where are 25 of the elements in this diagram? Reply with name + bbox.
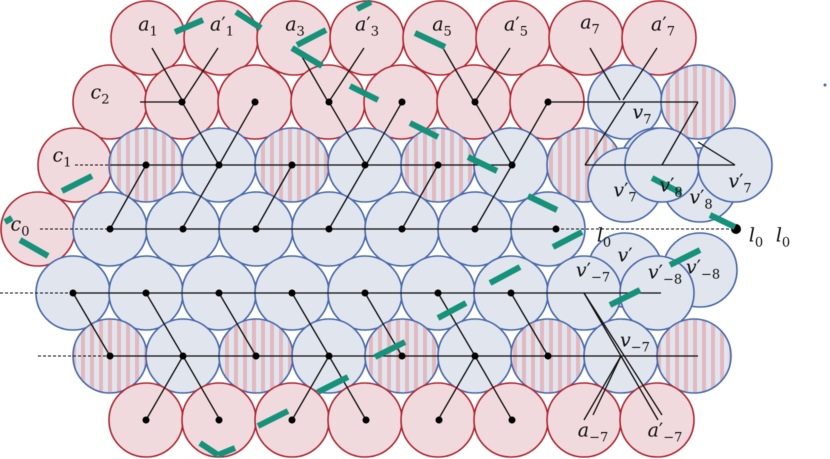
- math-label: a$_{−7}$: [578, 422, 608, 444]
- math-label: l$_{0}$: [748, 226, 764, 250]
- math-label: v′$_{7}$: [613, 182, 637, 204]
- math-label: a′$_{7}$: [651, 16, 675, 38]
- math-label: l$_{0}$: [596, 226, 612, 250]
- math-label: a′$_{−7}$: [648, 422, 682, 444]
- math-label: v′$_{8}$: [689, 188, 713, 212]
- math-label: a$_{3}$: [285, 16, 305, 38]
- math-label: c$_{1}$: [52, 146, 72, 170]
- math-label: a′$_{5}$: [504, 16, 528, 38]
- math-label: v′$_{7}$: [728, 172, 752, 196]
- math-label: a$_{1}$: [138, 16, 158, 38]
- math-label: v′$_{−8}$: [686, 258, 720, 282]
- math-label: v′$_{−8}$: [648, 264, 682, 286]
- math-label: v$_{−7}$: [620, 332, 650, 354]
- math-label: c$_{2}$: [90, 84, 110, 106]
- math-label: v$_{7}$: [632, 104, 652, 126]
- math-label: a$_{7}$: [580, 14, 600, 36]
- math-label: a′$_{3}$: [355, 16, 379, 38]
- math-label: a$_{5}$: [432, 16, 452, 38]
- math-label: v′$_{−7}$: [576, 262, 610, 284]
- math-label: v′: [617, 246, 633, 266]
- math-label: l$_{0}$: [776, 226, 790, 250]
- math-label: c$_{0}$: [10, 216, 30, 238]
- math-label: a′$_{1}$: [210, 16, 234, 38]
